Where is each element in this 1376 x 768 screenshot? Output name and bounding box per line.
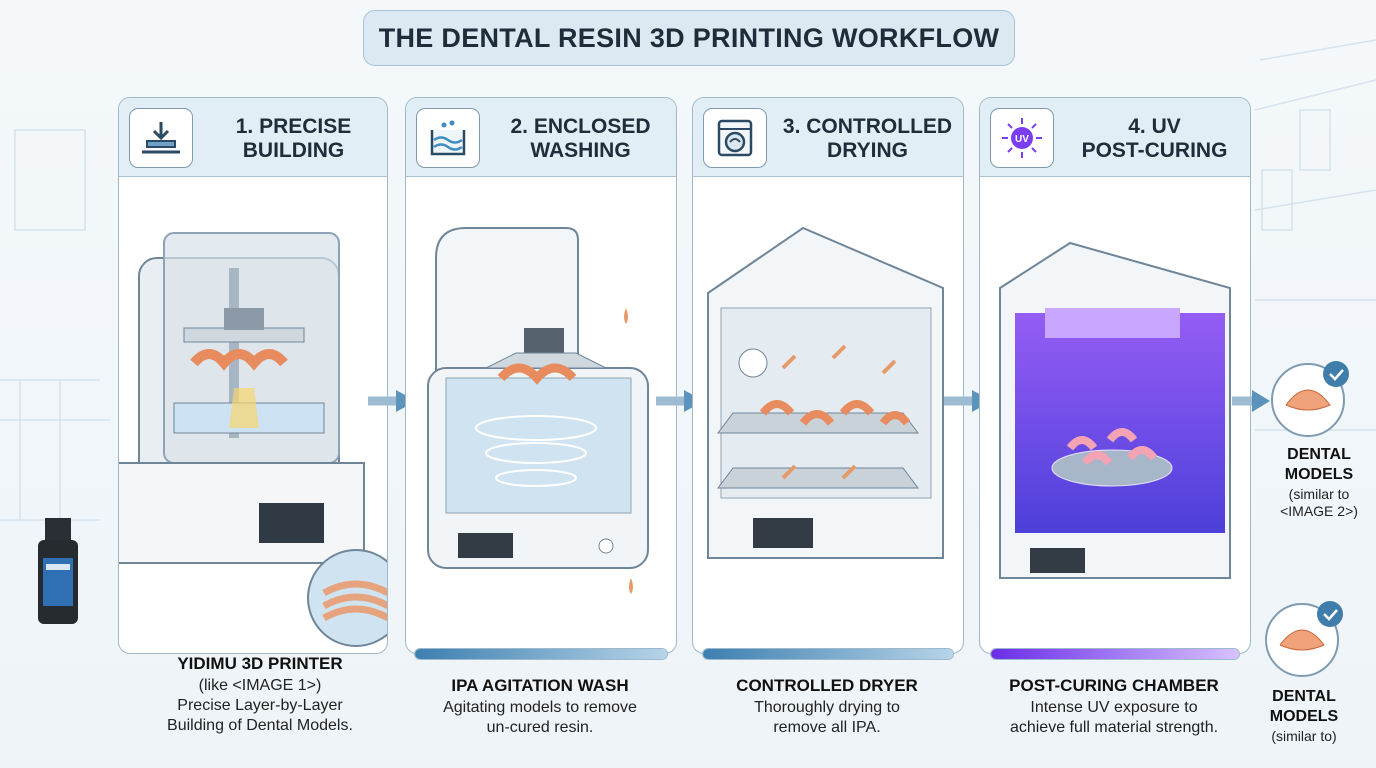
caption-dry: CONTROLLED DRYER Thoroughly drying to re… bbox=[736, 676, 918, 736]
resin-printer-illustration bbox=[119, 232, 387, 647]
page-title: THE DENTAL RESIN 3D PRINTING WORKFLOW bbox=[363, 10, 1015, 66]
curing-progress-bar bbox=[990, 648, 1240, 660]
dental-model-output-illustration bbox=[1271, 361, 1349, 437]
dry-progress-bar bbox=[702, 648, 954, 660]
wash-station-illustration bbox=[427, 227, 649, 594]
uv-chamber-illustration bbox=[999, 241, 1231, 579]
output-sublabel: (similar to) bbox=[1271, 728, 1337, 744]
dryer-illustration bbox=[707, 226, 944, 559]
flow-arrow-icon bbox=[1232, 390, 1270, 412]
output-sublabel: (similar to<IMAGE 2>) bbox=[1280, 486, 1358, 519]
dental-model-output-illustration bbox=[1265, 601, 1343, 677]
wash-basin-icon bbox=[416, 108, 480, 168]
caption-printer: YIDIMU 3D PRINTER (like <IMAGE 1>) Preci… bbox=[167, 654, 353, 734]
dryer-icon bbox=[703, 108, 767, 168]
uv-light-icon: UV bbox=[990, 108, 1054, 168]
wash-progress-bar bbox=[414, 648, 668, 660]
resin-bottle-illustration bbox=[38, 518, 78, 624]
svg-text:UV: UV bbox=[1015, 134, 1029, 145]
caption-wash: IPA AGITATION WASH Agitating models to r… bbox=[443, 676, 637, 736]
build-plate-icon bbox=[129, 108, 193, 168]
caption-curing: POST-CURING CHAMBER Intense UV exposure … bbox=[1009, 676, 1219, 736]
